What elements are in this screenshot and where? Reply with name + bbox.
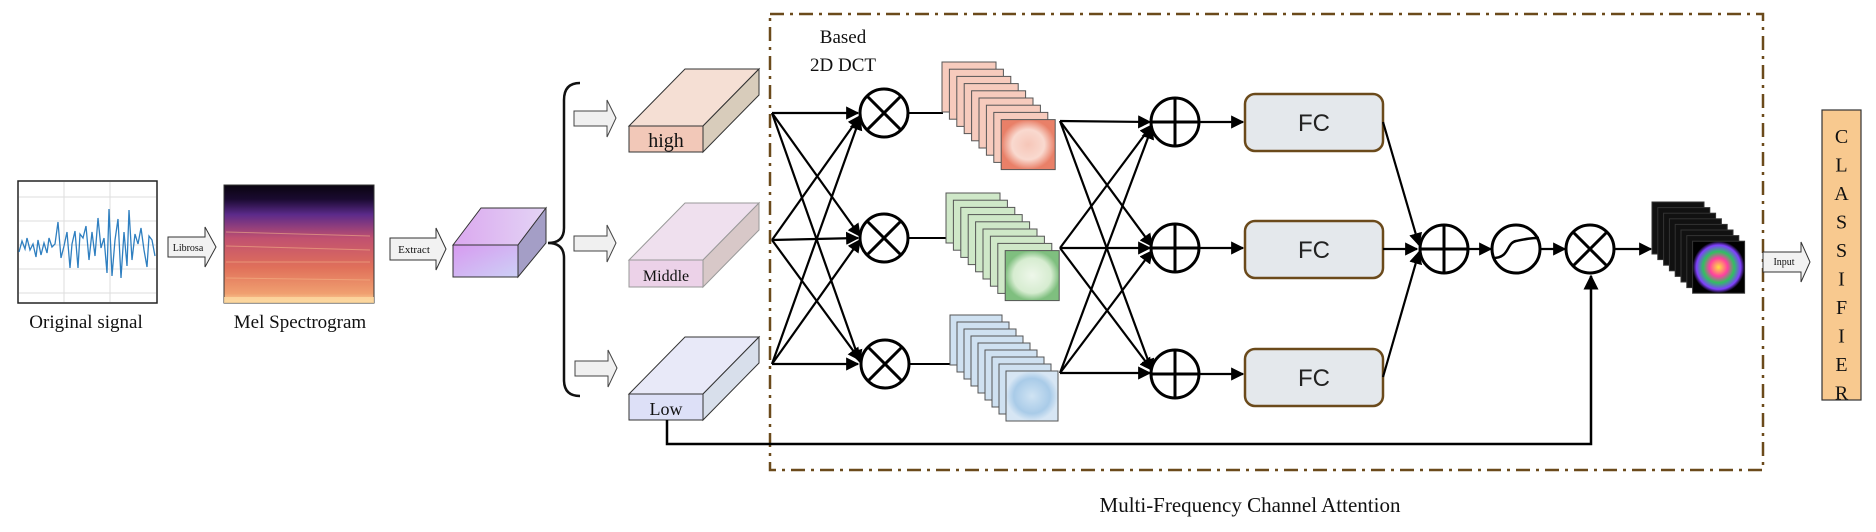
fusion-add-low [1149,348,1201,400]
mel-spectrogram-image [223,184,375,304]
fusion-add-middle [1149,222,1201,274]
module-caption: Multi-Frequency Channel Attention [1100,493,1401,517]
extract-arrow: Extract [389,227,447,271]
feature-map-stack-middle [945,192,1060,302]
original-signal-plot [17,180,158,304]
classifier-letter: C [1835,126,1848,148]
classifier-letter: S [1836,240,1847,262]
dct-multiply-middle [858,212,910,264]
classifier-letter: I [1838,269,1845,291]
fc-block-low: FC [1243,347,1385,408]
dct-multiply-low [859,338,911,390]
input-arrow: Input [1762,241,1811,283]
band-label-low: Low [650,399,683,419]
band-cuboid-low: Low [627,335,761,422]
feature-map-stack-high [941,61,1056,171]
fc-label-high: FC [1298,110,1330,137]
dct-multiply-high [858,87,910,139]
feature-map-slice [1000,119,1056,171]
dct-connections [770,106,863,371]
classifier-letter: F [1836,297,1847,319]
fusion-connections [1058,115,1155,380]
split-arrow-low [574,349,618,388]
fusion-add-high [1149,96,1201,148]
merge-add [1418,223,1470,275]
fc-label-middle: FC [1298,237,1330,264]
librosa-label: Librosa [173,243,204,254]
band-cuboid-middle: Middle [627,201,761,289]
fc-block-high: FC [1243,92,1385,153]
librosa-arrow: Librosa [167,226,217,268]
split-arrow-high [573,99,617,138]
dct-label-line2: 2D DCT [810,55,876,76]
feature-map-slice [1005,370,1059,422]
original-signal-label: Original signal [29,312,142,333]
classifier-letter: L [1835,155,1847,177]
waveform-line [18,208,156,279]
classifier-letter: S [1836,212,1847,234]
classifier-letter: E [1835,354,1847,376]
feature-map-slice [1004,250,1060,302]
classifier-letter: I [1838,326,1845,348]
dct-label-line1: Based [820,27,867,48]
fc-block-middle: FC [1243,219,1385,280]
split-brace [547,81,581,398]
sigmoid-activation [1490,223,1542,275]
band-label-high: high [648,130,684,152]
mel-spectrogram-label: Mel Spectrogram [234,312,367,333]
fc-merge-connections [1381,121,1423,378]
input-label: Input [1773,257,1794,268]
feature-map-slice [1692,240,1746,294]
fc-label-low: FC [1298,365,1330,392]
output-feature-stack [1651,201,1746,294]
band-cuboid-high: high [627,67,761,154]
classifier-letter: R [1835,383,1849,405]
extract-label: Extract [398,244,430,256]
feature-cuboid [451,206,548,279]
attention-multiply [1564,223,1616,275]
split-arrow-middle [573,224,617,263]
band-label-middle: Middle [643,268,689,285]
classifier-letter: A [1834,183,1849,205]
feature-map-stack-low [949,314,1059,422]
residual-connection [665,274,1599,446]
attention-module-border [768,12,1765,472]
